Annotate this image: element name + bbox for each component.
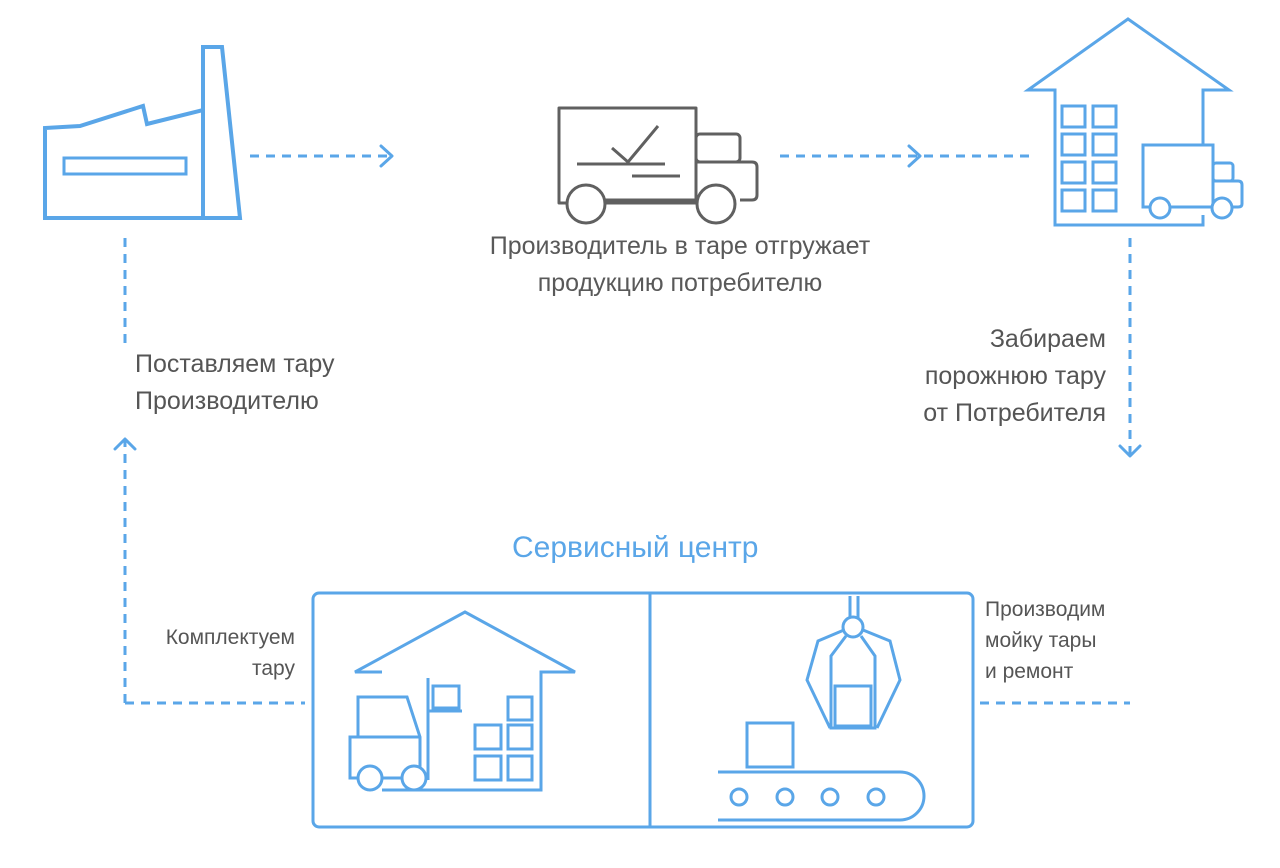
pickup-label-line-1: Забираем xyxy=(989,325,1106,353)
supply-label-line-1: Поставляем тару xyxy=(135,350,335,378)
arrowhead-up xyxy=(113,437,137,451)
wash-label-line-1: Производим xyxy=(985,598,1106,621)
pickup-label: Забираем порожнюю тару от Потребителя xyxy=(880,321,1106,432)
pickup-label-line-2: порожнюю тару xyxy=(924,362,1106,390)
wash-label-line-2: мойку тары xyxy=(985,629,1097,652)
arrowhead-right-2 xyxy=(907,144,922,168)
shipment-label-line-1: Производитель в таре отгружает xyxy=(489,232,871,260)
supply-label-line-2: Производителю xyxy=(135,387,319,415)
warehouse-with-truck-icon xyxy=(1023,17,1244,227)
pickup-label-line-3: от Потребителя xyxy=(923,399,1106,427)
arrowhead-right-1 xyxy=(379,144,394,168)
factory-icon xyxy=(43,45,243,220)
service-center-frame xyxy=(311,591,975,829)
assemble-label-line-1: Комплектуем xyxy=(165,626,295,649)
service-center-title: Сервисный центр xyxy=(512,531,759,564)
warehouse-forklift-icon xyxy=(348,610,576,792)
delivery-truck-icon xyxy=(557,106,759,225)
assemble-label-line-2: тару xyxy=(251,657,295,680)
shipment-label: Производитель в таре отгружает продукцию… xyxy=(470,228,890,302)
arrowhead-down xyxy=(1118,444,1142,458)
wash-label-line-3: и ремонт xyxy=(985,660,1074,683)
supply-label: Поставляем тару Производителю xyxy=(135,346,335,420)
assemble-label: Комплектуем тару xyxy=(130,622,295,684)
washing-gripper-conveyor-icon xyxy=(718,596,926,822)
wash-label: Производим мойку тары и ремонт xyxy=(985,594,1105,687)
shipment-label-line-2: продукцию потребителю xyxy=(537,269,823,297)
flow-arrows xyxy=(123,154,1132,705)
